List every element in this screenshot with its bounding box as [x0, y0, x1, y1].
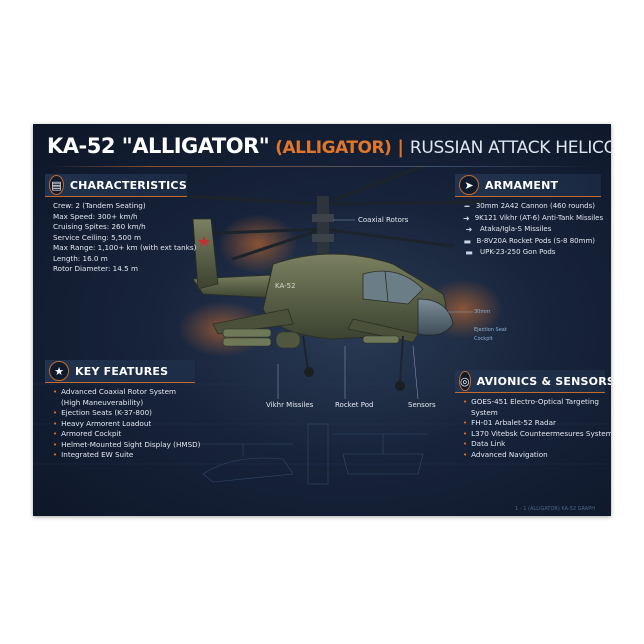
- armament-header: ➤ ARMAMENT: [455, 174, 601, 197]
- avionics-label: Data Link: [471, 439, 506, 448]
- feature-label: (High Maneuverability): [61, 397, 144, 407]
- characteristics-header: ▤ CHARACTERISTICS: [45, 174, 187, 197]
- spec-line: Max Range: 1,100+ km (with ext tanks): [53, 243, 197, 252]
- armament-panel: ➤ ARMAMENT ━ 30mm 2A42 Cannon (460 rounds…: [455, 174, 603, 259]
- avionics-label: FH-01 Arbalet-52 Radar: [471, 418, 556, 427]
- title-main: KA-52 "ALLIGATOR": [47, 134, 270, 158]
- avionics-label: System: [471, 407, 498, 417]
- cannon-icon: ━: [464, 202, 470, 211]
- callout-rocket-pod: Rocket Pod: [335, 401, 374, 409]
- rocket-pod-icon: ▬: [463, 236, 472, 246]
- armament-item: ━ 30mm 2A42 Cannon (460 rounds): [463, 201, 596, 213]
- star-icon: ★: [49, 361, 69, 381]
- spec-line: Crew: 2 (Tandem Seating): [53, 201, 146, 210]
- spec-line: Max Speed: 300+ km/h: [53, 211, 138, 221]
- characteristics-panel: ▤ CHARACTERISTICS Crew: 2 (Tandem Seatin…: [45, 174, 197, 275]
- key-features-title: KEY FEATURES: [75, 364, 169, 378]
- spec-line: Service Ceiling: 5,500 m: [53, 232, 141, 242]
- feature-item: •Heavy Armorent Loadout: [53, 418, 152, 428]
- feature-label: Advanced Coaxial Rotor System: [61, 387, 177, 396]
- armament-item-label: 30mm 2A42 Cannon (460 rounds): [475, 202, 595, 210]
- characteristics-title: CHARACTERISTICS: [69, 178, 187, 192]
- armament-item: ▬ UPK-23-250 Gon Pods: [463, 247, 595, 259]
- avionics-item: •FH-01 Arbalet-52 Radar: [463, 418, 556, 427]
- armament-body: ━30mm 2A42 Cannon (460 rounds) ➜9K121 Vi…: [455, 197, 603, 259]
- feature-item: •Integrated EW Suite: [53, 450, 134, 459]
- avionics-item: System: [463, 408, 599, 419]
- gun-pod-icon: ▬: [465, 248, 473, 257]
- feature-item: (High Maneuverability): [53, 398, 189, 409]
- missile-icon: ➜: [465, 225, 473, 234]
- armament-item: ▬ B-8V20A Rocket Pods (S-8 80mm): [463, 236, 595, 248]
- armament-item-label: Ataka/Igla-S Missiles: [480, 225, 552, 233]
- callout-coaxial-rotors: Coaxial Rotors: [358, 216, 409, 224]
- title-separator: |: [397, 137, 404, 158]
- feature-label: Integrated EW Suite: [61, 450, 134, 459]
- title-divider: [47, 166, 599, 167]
- helicopter-illustration: [33, 164, 611, 465]
- avionics-label: Advanced Navigation: [471, 449, 548, 459]
- feature-label: Ejection Seats (K-37-800): [61, 408, 152, 417]
- characteristics-body: Crew: 2 (Tandem Seating) Max Speed: 300+…: [45, 197, 197, 275]
- key-features-panel: ★ KEY FEATURES •Advanced Coaxial Rotor S…: [45, 360, 201, 461]
- feature-label: Heavy Armorent Loadout: [61, 418, 152, 428]
- armament-item: ➜ 9K121 Vikhr (AT-6) Anti-Tank Missiles: [463, 213, 603, 225]
- callout-sensors: Sensors: [408, 401, 436, 409]
- key-features-header: ★ KEY FEATURES: [45, 360, 195, 383]
- tail-code: KA-52: [275, 282, 296, 290]
- avionics-item: •GOES-451 Electro-Optical Targeting: [463, 397, 599, 406]
- poster: KA-52 "ALLIGATOR" (ALLIGATOR) | RUSSIAN …: [33, 124, 611, 516]
- footer-caption: 1 - 1 (ALLIGATOR) KA-52 GRAPH: [515, 506, 595, 512]
- armament-item-label: B-8V20A Rocket Pods (S-8 80mm): [476, 236, 595, 245]
- avionics-item: •Advanced Navigation: [463, 449, 548, 459]
- feature-label: Armored Cockpit: [61, 429, 122, 438]
- feature-item: •Ejection Seats (K-37-800): [53, 408, 152, 417]
- callout-vikhr-missiles: Vikhr Missiles: [266, 401, 314, 409]
- avionics-panel: ◎ AVIONICS & SENSORS •GOES-451 Electro-O…: [455, 370, 611, 460]
- feature-item: •Advanced Coaxial Rotor System: [53, 387, 177, 396]
- poster-title: KA-52 "ALLIGATOR" (ALLIGATOR) | RUSSIAN …: [47, 134, 611, 164]
- callout-cannon: 30mm: [474, 309, 491, 315]
- missile-icon: ➜: [463, 213, 470, 223]
- armament-item-label: UPK-23-250 Gon Pods: [480, 248, 556, 256]
- avionics-label: L370 Vitebsk Counteermesures System: [471, 428, 611, 438]
- avionics-item: •Data Link: [463, 439, 506, 448]
- feature-item: •Helmet-Mounted Sight Display (HMSD): [53, 439, 201, 449]
- spec-line: Length: 16.0 m: [53, 253, 108, 263]
- title-subtitle: (ALLIGATOR): [275, 138, 392, 158]
- clipboard-icon: ▤: [49, 175, 64, 195]
- avionics-label: GOES-451 Electro-Optical Targeting: [471, 397, 599, 406]
- avionics-title: AVIONICS & SENSORS: [476, 374, 611, 388]
- avionics-body: •GOES-451 Electro-Optical Targeting Syst…: [455, 393, 611, 460]
- callout-ejection-seat: Ejection Seat: [474, 327, 507, 333]
- feature-label: Helmet-Mounted Sight Display (HMSD): [61, 439, 201, 449]
- blueprint-sketches: [198, 423, 428, 485]
- armament-item: ➜ Ataka/Igla-S Missiles: [463, 224, 595, 236]
- armament-title: ARMAMENT: [485, 178, 559, 192]
- callout-cockpit: Cockpit: [474, 336, 493, 342]
- title-description: RUSSIAN ATTACK HELICOPTER: [409, 138, 611, 158]
- key-features-body: •Advanced Coaxial Rotor System (High Man…: [45, 383, 201, 461]
- armament-item-label: 9K121 Vikhr (AT-6) Anti-Tank Missiles: [474, 213, 604, 222]
- avionics-item: •L370 Vitebsk Counteermesures System: [463, 428, 611, 438]
- feature-item: •Armored Cockpit: [53, 429, 122, 438]
- spec-line: Rotor Diameter: 14.5 m: [53, 264, 138, 273]
- spec-line: Cruising Spites: 260 km/h: [53, 222, 146, 231]
- missile-icon: ➤: [459, 175, 479, 195]
- radar-icon: ◎: [459, 371, 471, 391]
- avionics-header: ◎ AVIONICS & SENSORS: [455, 370, 611, 393]
